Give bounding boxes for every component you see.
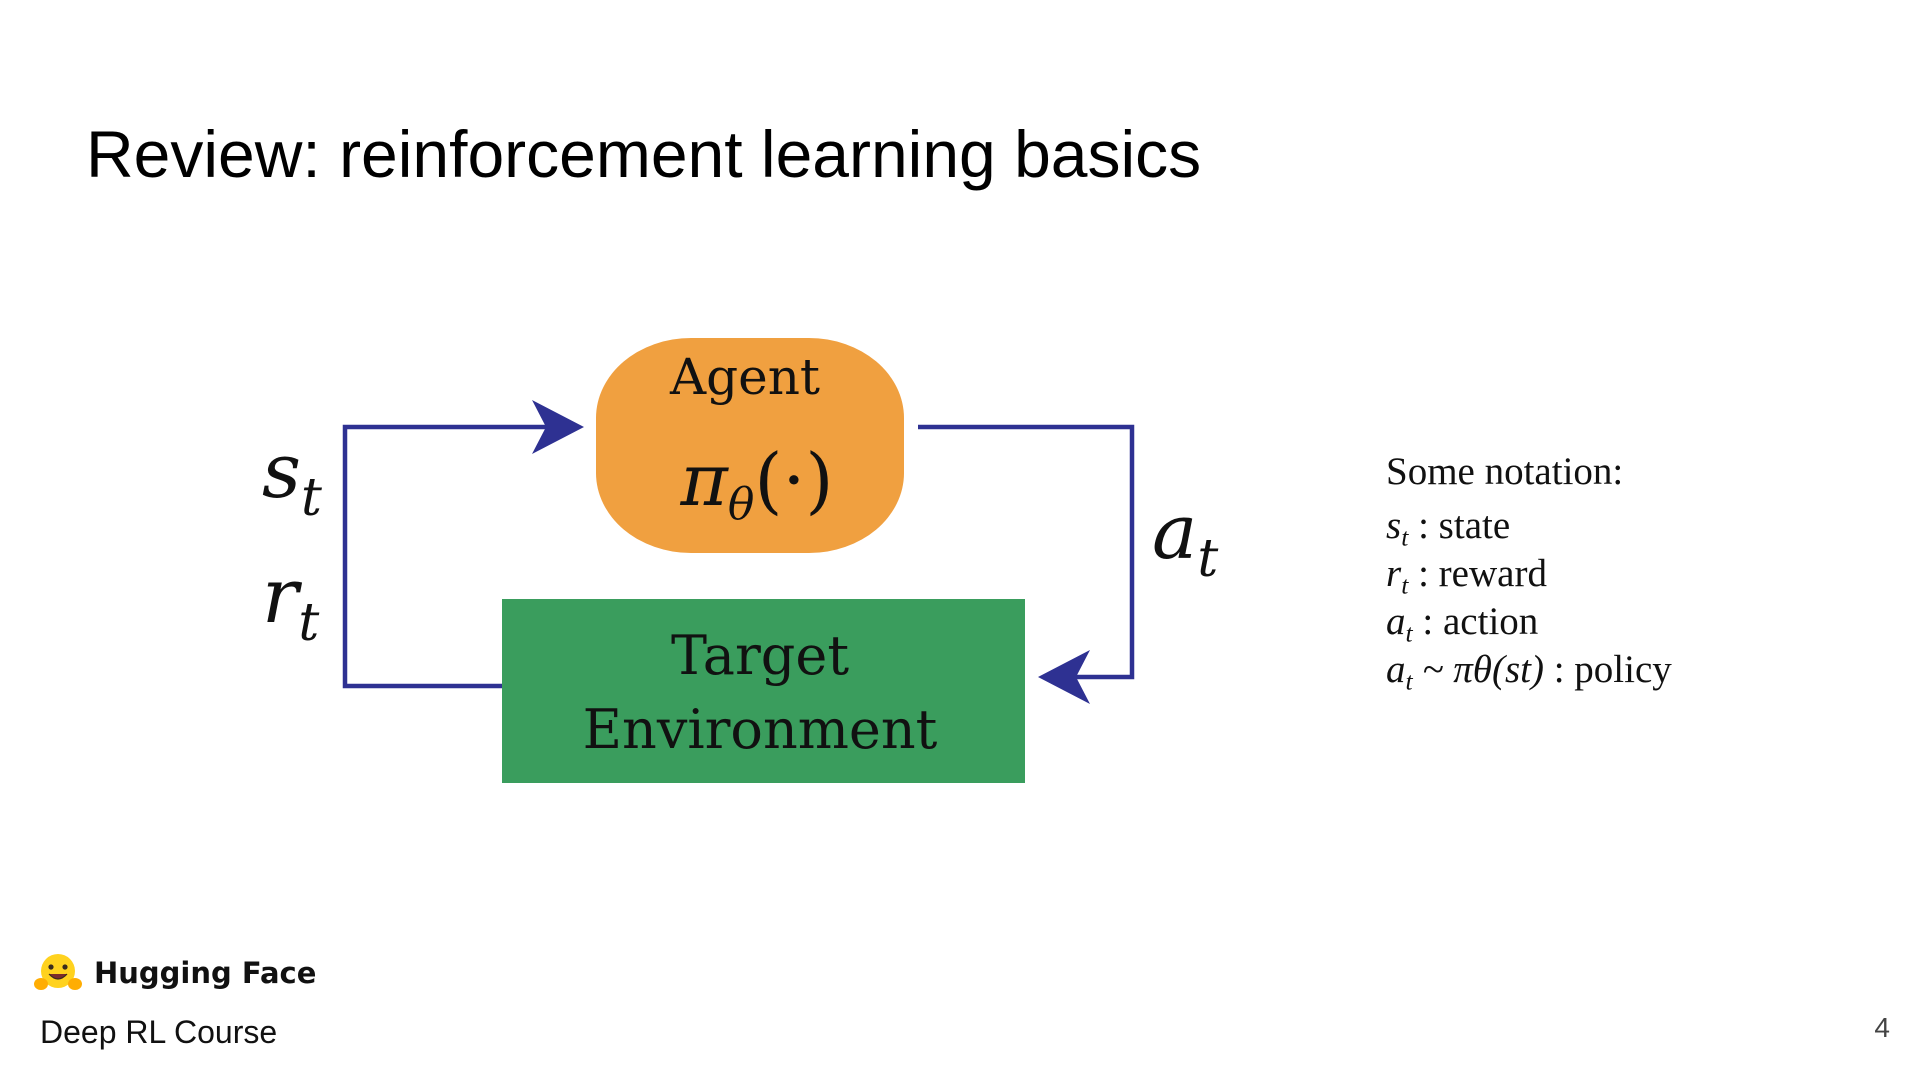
environment-label-line2: Environment — [583, 698, 938, 761]
agent-policy: πθ(·) — [680, 438, 834, 530]
environment-label-line1: Target — [671, 624, 849, 687]
action-arrow — [918, 424, 1135, 680]
reward-label: rt — [262, 551, 319, 653]
notation-action: at : action — [1386, 600, 1539, 648]
page-number: 4 — [1874, 1012, 1890, 1043]
agent-label: Agent — [669, 348, 820, 406]
hugging-face-emoji-icon — [34, 954, 82, 990]
environment-box — [502, 599, 1025, 783]
action-label: at — [1152, 487, 1218, 589]
notation-reward: rt : reward — [1386, 552, 1547, 600]
brand-name: Hugging Face — [94, 956, 317, 990]
course-name: Deep RL Course — [40, 1014, 278, 1050]
slide-title: Review: reinforcement learning basics — [86, 117, 1202, 191]
state-reward-arrow — [342, 424, 560, 689]
agent-box — [596, 338, 904, 553]
notation-state: st : state — [1386, 504, 1511, 552]
notation-policy: at ~ πθ(st) : policy — [1386, 648, 1672, 696]
notation-heading: Some notation: — [1386, 450, 1624, 493]
state-label: st — [262, 426, 322, 528]
hugging-face-logo: Hugging Face — [34, 951, 316, 995]
notation-panel: Some notation: st : state rt : reward at… — [1386, 446, 1672, 694]
state-arrowhead-icon — [532, 400, 584, 454]
action-arrowhead-icon — [1038, 650, 1090, 704]
